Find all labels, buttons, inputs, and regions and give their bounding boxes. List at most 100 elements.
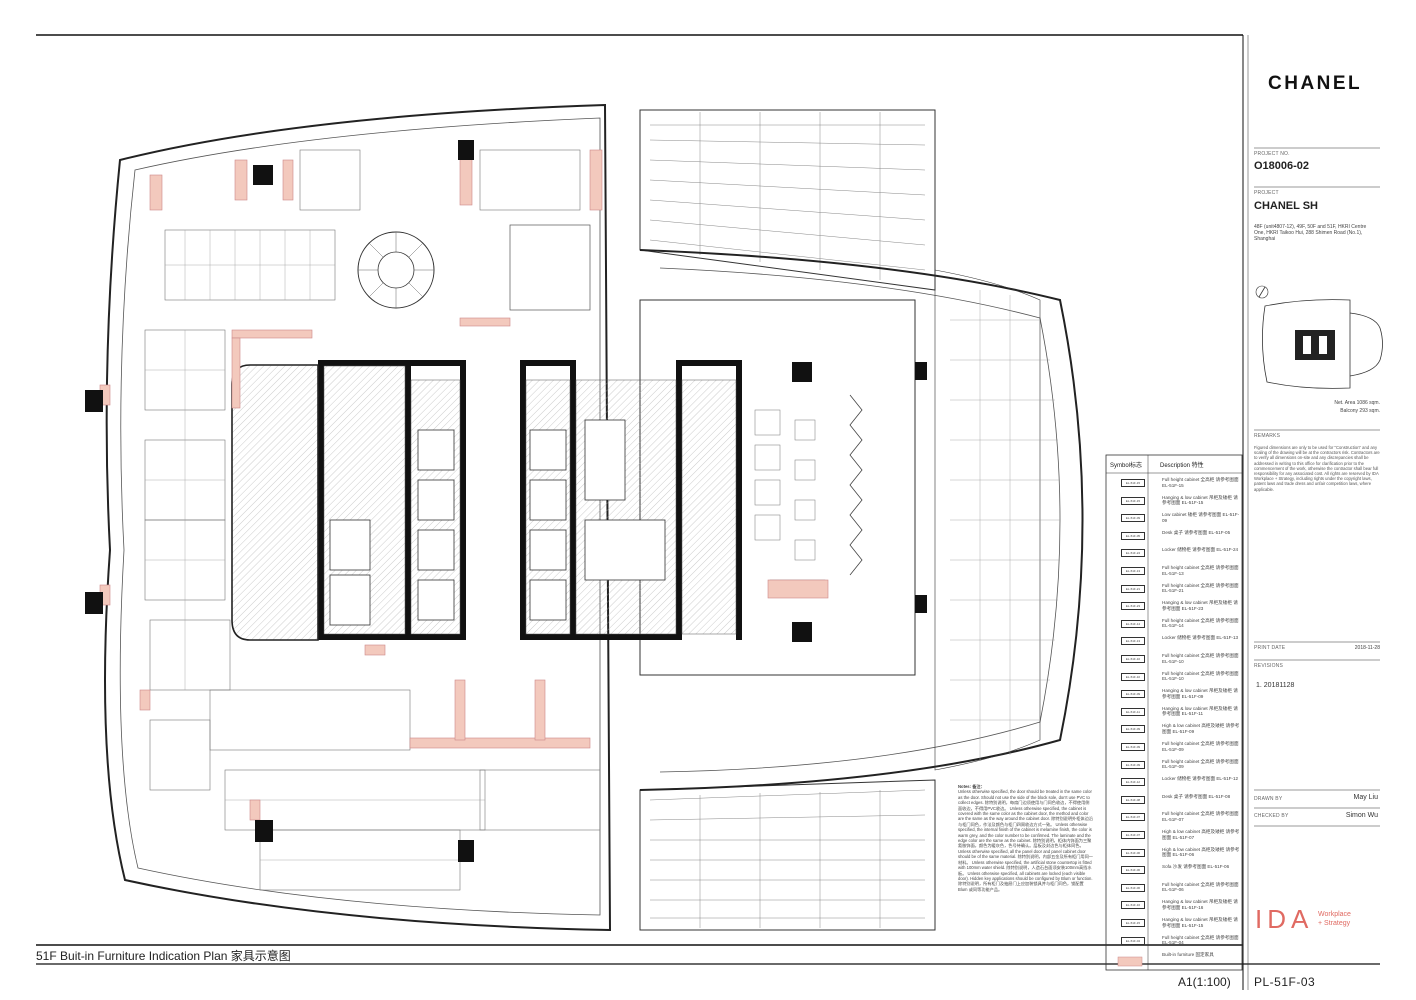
- legend-symbol: EL-51F-13: [1121, 637, 1145, 646]
- legend-symbol: EL-51F-05: [1121, 531, 1145, 540]
- legend-row: EL-51F-15 Hanging & low cabinet 吊柜及矮柜 请参考…: [1108, 915, 1240, 931]
- legend-description: High & low cabinet 高柜及矮柜 请参考图面 EL-51F-06: [1162, 846, 1240, 858]
- legend-row: EL-51F-13 Full height cabinet 全高柜 请参考图面 E…: [1108, 563, 1240, 579]
- legend-description: Hanging & low cabinet 吊柜及矮柜 请参考图面 EL-51F…: [1162, 688, 1238, 699]
- notes-body: Unless otherwise specified, the door sho…: [958, 789, 1093, 892]
- legend-description: Locker 储物柜 请参考图面 EL-51F-12: [1162, 776, 1239, 782]
- legend-row: EL-51F-09 Full height cabinet 全高柜 请参考图面 E…: [1108, 757, 1240, 773]
- checked-by: Simon Wu: [1345, 812, 1378, 819]
- project-address: 48F (unit4807-12), 49F, 50F and 51F, HKR…: [1254, 224, 1367, 242]
- legend-description: Full height cabinet 全高柜 请参考图面 EL-51F-06: [1162, 881, 1239, 893]
- legend-symbol: EL-51F-06: [1121, 883, 1145, 892]
- remarks-label: REMARKS: [1254, 433, 1281, 439]
- drawing-title: 51F Buit-in Furniture Indication Plan 家具…: [36, 949, 291, 963]
- legend-description: Full height cabinet 全高柜 请参考图面 EL-51F-09: [1162, 758, 1239, 770]
- drawn-by-label: DRAWN BY: [1254, 796, 1283, 802]
- legend-symbol: EL-51F-12: [1121, 778, 1145, 787]
- legend-row: EL-51F-05 Desk 桌子 请参考图面 EL-51F-05: [1108, 528, 1240, 544]
- legend-header-symbol: Symbol标志: [1110, 463, 1143, 469]
- ida-tagline-line-2: + Strategy: [1318, 920, 1351, 927]
- legend-symbol: EL-51F-11: [1121, 707, 1145, 716]
- legend-description: Built-in furniture 固定家具: [1162, 952, 1214, 958]
- balcony-area: Balcony 293 sqm.: [1340, 408, 1380, 414]
- legend-row: EL-51F-09 Full height cabinet 全高柜 请参考图面 E…: [1108, 739, 1240, 755]
- legend-description: Hanging & low cabinet 吊柜及矮柜 请参考图面 EL-51F…: [1162, 917, 1238, 928]
- legend-row: EL-51F-08 Desk 桌子 请参考图面 EL-51F-08: [1108, 792, 1240, 808]
- legend-row: EL-51F-16 Hanging & low cabinet 吊柜及矮柜 请参考…: [1108, 897, 1240, 913]
- legend-symbol: EL-51F-15: [1121, 496, 1145, 505]
- net-area: Net. Area 1086 sqm.: [1334, 400, 1380, 406]
- legend-description: Locker 储物柜 请参考图面 EL-51F-24: [1162, 547, 1239, 553]
- legend-description: Desk 桌子 请参考图面 EL-51F-05: [1162, 529, 1231, 535]
- legend-row: EL-51F-15 Full height cabinet 全高柜 请参考图面 E…: [1108, 475, 1240, 491]
- ida-tagline: Workplace + Strategy: [1318, 910, 1351, 928]
- legend-symbol: EL-51F-09: [1121, 514, 1145, 523]
- legend-symbol: EL-51F-08: [1121, 795, 1145, 804]
- legend-symbol: EL-51F-24: [1121, 549, 1145, 558]
- legend-row: EL-51F-13 Locker 储物柜 请参考图面 EL-51F-13: [1108, 633, 1240, 649]
- legend-description: Full height cabinet 全高柜 请参考图面 EL-51F-07: [1162, 811, 1239, 822]
- legend-symbol: EL-51F-16: [1121, 901, 1145, 910]
- legend-symbol: EL-51F-09: [1121, 760, 1145, 769]
- legend-symbol: EL-51F-04: [1121, 936, 1145, 945]
- checked-by-label: CHECKED BY: [1254, 813, 1289, 819]
- legend-row: EL-51F-24 Locker 储物柜 请参考图面 EL-51F-24: [1108, 545, 1240, 561]
- print-date-label: PRINT DATE: [1254, 645, 1286, 651]
- legend-row: EL-51F-07 High & low cabinet 高柜及矮柜 请参考图面 …: [1108, 827, 1240, 843]
- legend-description: Full height cabinet 全高柜 请参考图面 EL-51F-15: [1162, 477, 1239, 488]
- legend-symbol: EL-51F-07: [1121, 831, 1145, 839]
- project-label: PROJECT: [1254, 190, 1279, 196]
- legend-description: Full height cabinet 全高柜 请参考图面 EL-51F-10: [1162, 653, 1239, 664]
- legend-description: Desk 桌子 请参考图面 EL-51F-08: [1162, 793, 1231, 799]
- legend-row: EL-51F-15 Hanging & low cabinet 吊柜及矮柜 请参考…: [1108, 493, 1240, 509]
- legend-symbol: EL-51F-23: [1121, 602, 1145, 611]
- legend-description: Low cabinet 矮柜 请参考图面 EL-51F-09: [1162, 512, 1240, 523]
- legend-symbol: EL-51F-15: [1121, 479, 1145, 487]
- legend-description: Hanging & low cabinet 吊柜及矮柜 请参考图面 EL-51F…: [1162, 899, 1238, 910]
- legend-symbol: EL-51F-15: [1121, 919, 1145, 927]
- legend-description: Hanging & low cabinet 吊柜及矮柜 请参考图面 EL-51F…: [1162, 494, 1238, 506]
- key-plan: [1262, 299, 1383, 389]
- legend-header-description: Description 特性: [1160, 463, 1204, 469]
- legend-description: Hanging & low cabinet 吊柜及矮柜 请参考图面 EL-51F…: [1162, 600, 1238, 611]
- legend-description: Full height cabinet 全高柜 请参考图面 EL-51F-10: [1162, 670, 1239, 682]
- legend-description: High & low cabinet 高柜及矮柜 请参考图面 EL-51F-09: [1162, 723, 1240, 734]
- legend-row: EL-51F-04 Full height cabinet 全高柜 请参考图面 E…: [1108, 933, 1240, 949]
- legend-symbol: EL-51F-10: [1121, 672, 1145, 681]
- revision-entry: 1. 20181128: [1256, 682, 1295, 689]
- legend-description: Full height cabinet 全高柜 请参考图面 EL-51F-04: [1162, 934, 1239, 946]
- legend-description: Hanging & low cabinet 吊柜及矮柜 请参考图面 EL-51F…: [1162, 705, 1238, 717]
- legend-symbol: [1121, 954, 1143, 960]
- legend-row: EL-51F-12 Locker 储物柜 请参考图面 EL-51F-12: [1108, 774, 1240, 790]
- legend-row: EL-51F-10 Full height cabinet 全高柜 请参考图面 E…: [1108, 669, 1240, 685]
- legend-symbol: EL-51F-09: [1121, 725, 1145, 734]
- general-notes: Notes: 备注： Unless otherwise specified, t…: [958, 784, 1093, 892]
- legend-description: Full height cabinet 全高柜 请参考图面 EL-51F-09: [1162, 741, 1239, 752]
- legend-symbol: EL-51F-09: [1121, 743, 1145, 751]
- legend-symbol: EL-51F-14: [1121, 619, 1145, 628]
- legend-row: Built-in furniture 固定家具: [1108, 950, 1240, 966]
- legend-description: Locker 储物柜 请参考图面 EL-51F-13: [1162, 635, 1239, 641]
- legend-description: Full height cabinet 全高柜 请参考图面 EL-51F-21: [1162, 582, 1239, 594]
- legend-row: EL-51F-09 Low cabinet 矮柜 请参考图面 EL-51F-09: [1108, 510, 1240, 526]
- legend-row: EL-51F-23 Hanging & low cabinet 吊柜及矮柜 请参考…: [1108, 598, 1240, 614]
- legend-row: EL-51F-09 High & low cabinet 高柜及矮柜 请参考图面 …: [1108, 721, 1240, 737]
- ida-logo: IDA: [1255, 904, 1314, 934]
- notes-heading: Notes: 备注：: [958, 784, 985, 789]
- legend-description: High & low cabinet 高柜及矮柜 请参考图面 EL-51F-07: [1162, 829, 1240, 840]
- legend-symbol: EL-51F-06: [1121, 848, 1145, 857]
- legend-symbol: EL-51F-07: [1121, 813, 1145, 822]
- legend-symbol: EL-51F-13: [1121, 567, 1145, 575]
- legend-description: Full height cabinet 全高柜 请参考图面 EL-51F-13: [1162, 565, 1239, 576]
- print-date: 2018-11-28: [1354, 645, 1380, 651]
- revisions-label: REVISIONS: [1254, 663, 1284, 669]
- project-name: CHANEL SH: [1254, 200, 1318, 212]
- drawing-scale: A1(1:100): [1178, 975, 1231, 989]
- project-no-label: PROJECT NO.: [1254, 151, 1290, 157]
- ida-tagline-line-1: Workplace: [1318, 911, 1351, 918]
- legend-row: EL-51F-07 Full height cabinet 全高柜 请参考图面 E…: [1108, 809, 1240, 825]
- client-brand-logo: CHANEL: [1268, 73, 1363, 94]
